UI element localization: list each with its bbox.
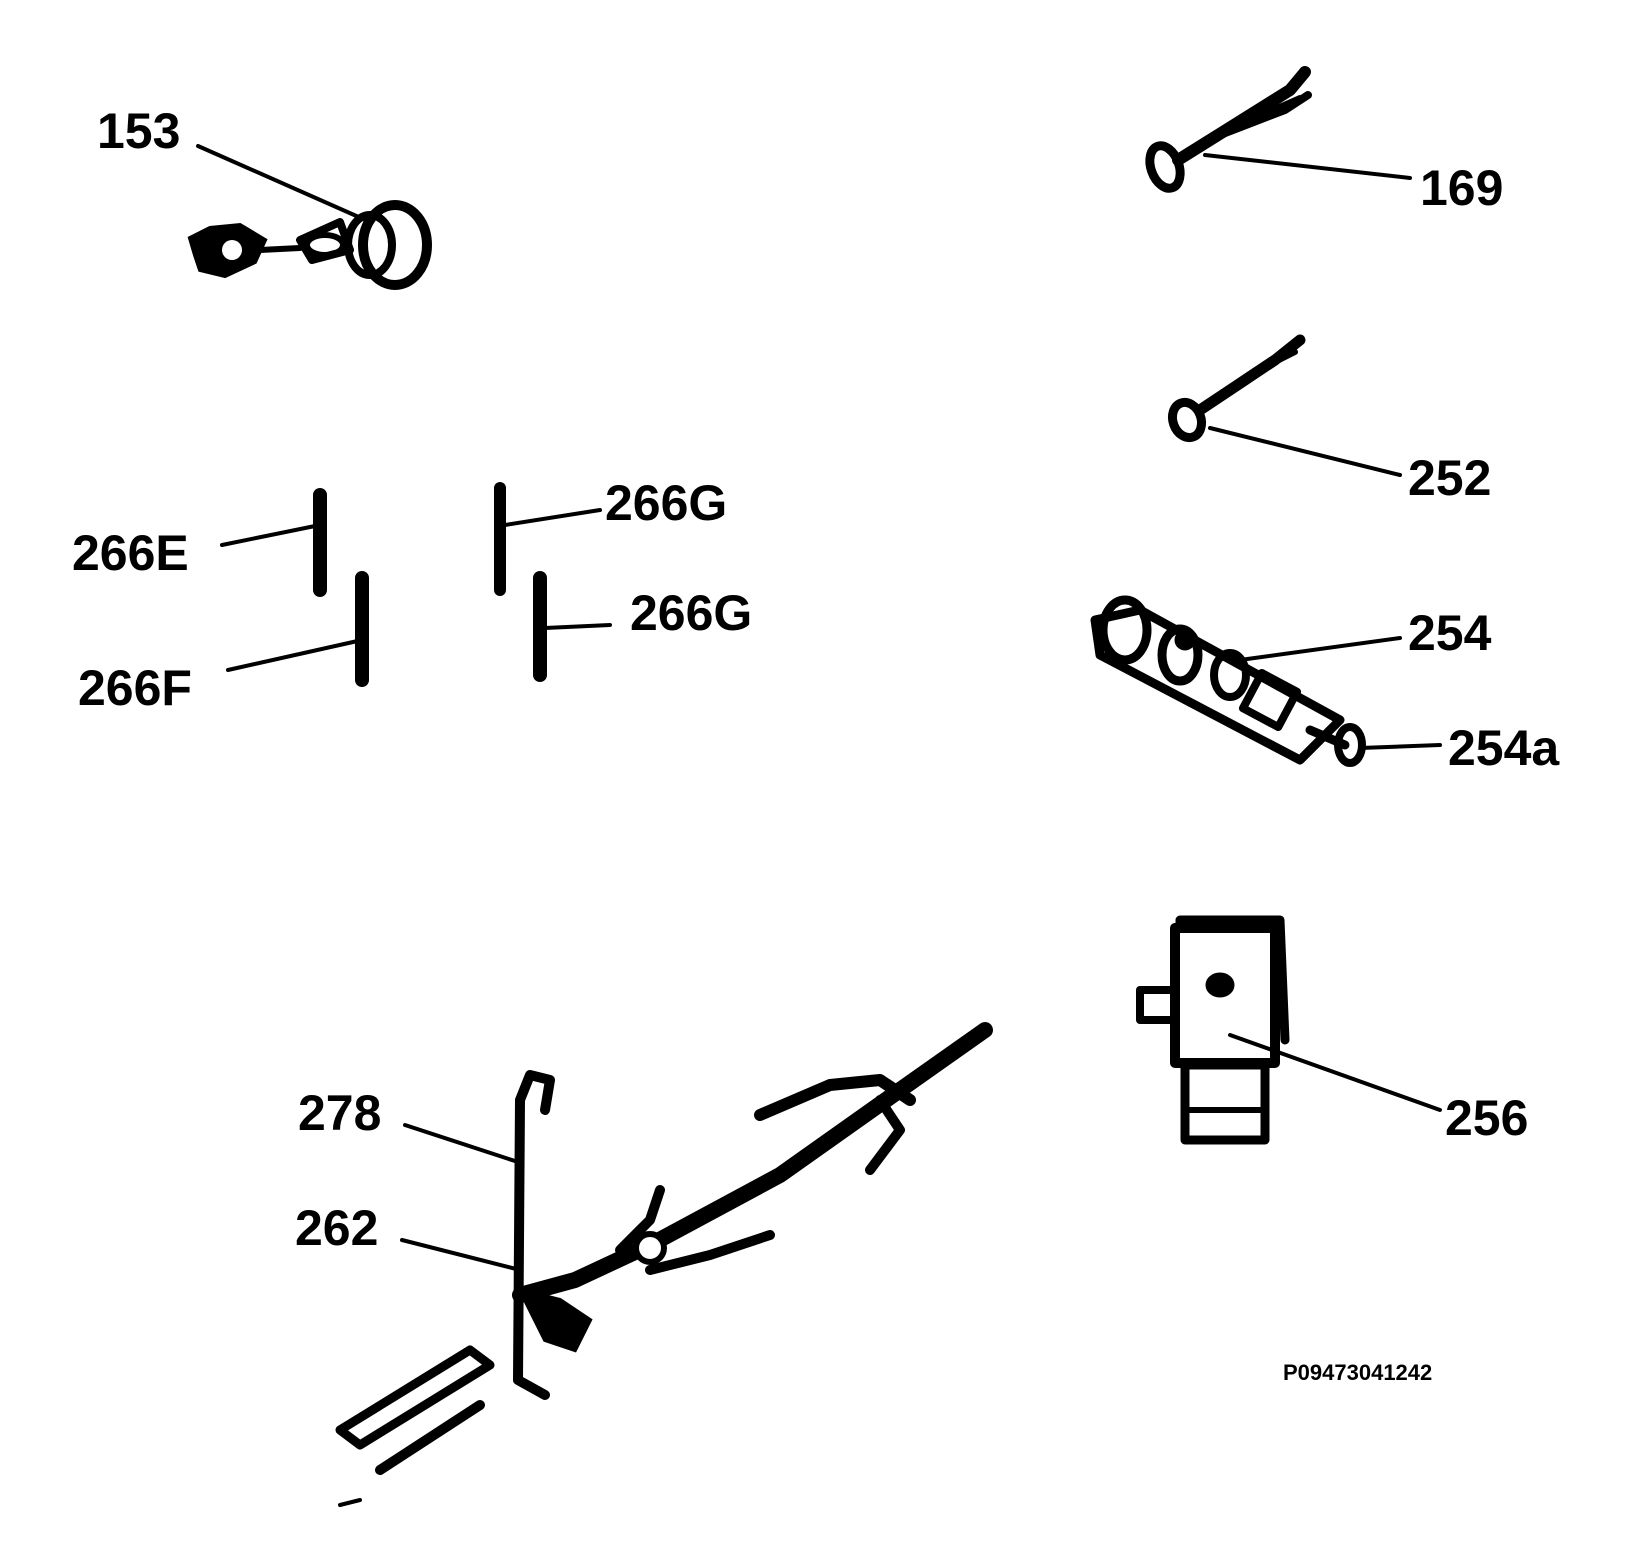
drawing-reference-code: P09473041242 (1283, 1360, 1432, 1385)
part-252-thermocouple[interactable] (1167, 334, 1306, 443)
leader-256 (1228, 1033, 1442, 1112)
part-169-electrode[interactable] (1144, 66, 1312, 193)
leader-266g-upper (503, 508, 602, 527)
leader-266f (226, 638, 364, 672)
callout-256: 256 (1445, 1090, 1528, 1146)
callout-153: 153 (97, 103, 180, 159)
callout-262: 262 (295, 1200, 378, 1256)
part-254a-valve-nozzle[interactable] (1305, 723, 1366, 767)
part-256-switch[interactable] (1136, 915, 1290, 1145)
leader-169 (1203, 153, 1412, 180)
callout-254: 254 (1408, 605, 1492, 661)
part-153-knob-assembly[interactable] (187, 200, 432, 290)
callout-266e: 266E (72, 525, 189, 581)
callout-252: 252 (1408, 450, 1491, 506)
callout-254a: 254a (1448, 720, 1560, 776)
leader-153 (196, 144, 372, 224)
part-262-spit-fork[interactable] (335, 1022, 993, 1507)
leader-262 (400, 1238, 522, 1272)
callout-266g-lower: 266G (630, 585, 752, 641)
callout-266g-upper: 266G (605, 475, 727, 531)
leader-278 (403, 1123, 520, 1164)
leader-252 (1208, 426, 1402, 477)
part-254-gas-valve[interactable] (1090, 595, 1345, 765)
callout-169: 169 (1420, 160, 1503, 216)
leader-254a (1358, 743, 1442, 750)
leader-266g-lower (543, 623, 612, 630)
callout-278: 278 (298, 1085, 381, 1141)
callout-266f: 266F (78, 660, 192, 716)
part-278-hook[interactable] (513, 1070, 555, 1400)
leader-266e (220, 523, 322, 547)
leader-254 (1238, 636, 1402, 662)
